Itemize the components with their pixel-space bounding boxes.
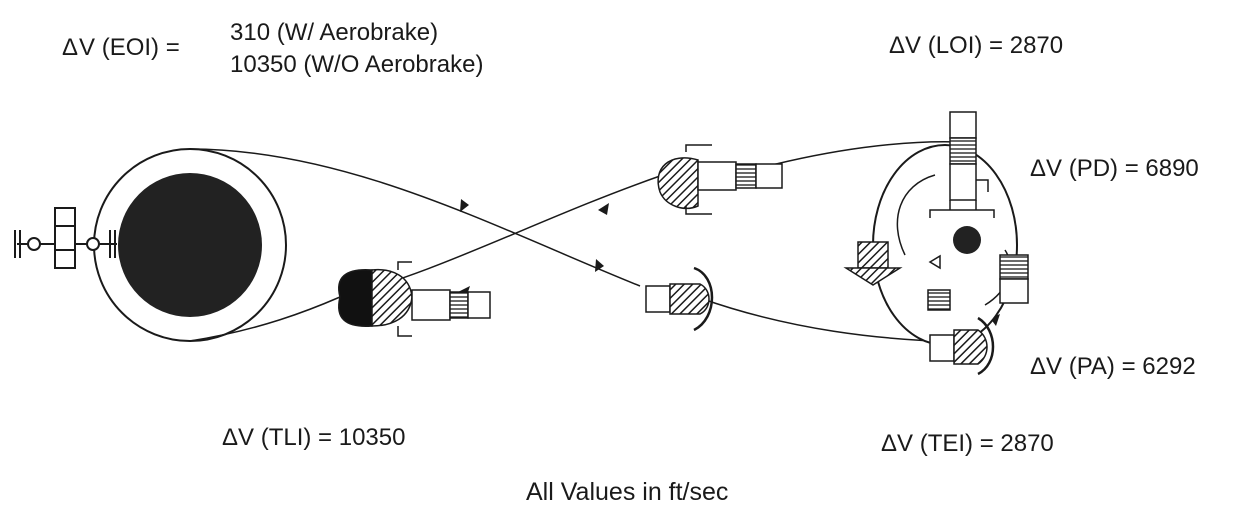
arrow-icon — [598, 203, 609, 215]
units-footer: All Values in ft/sec — [526, 478, 729, 506]
pd-prefix: V (PD) = — [1046, 155, 1146, 182]
delta-symbol: Δ — [889, 32, 906, 59]
delta-symbol: Δ — [222, 424, 239, 451]
return-trajectory-upper — [189, 148, 641, 287]
ascent-lander — [999, 254, 1029, 304]
tli-spacecraft — [338, 261, 491, 337]
return-spacecraft-mid — [645, 266, 714, 332]
delta-symbol: Δ — [62, 34, 79, 61]
loi-prefix: V (LOI) = — [905, 32, 1010, 59]
tli-delta-v-label: ΔV (TLI) = 10350 — [222, 424, 405, 452]
moon — [953, 226, 981, 254]
pd-delta-v-label: ΔV (PD) = 6890 — [1030, 155, 1199, 183]
arrow-icon — [460, 199, 469, 212]
ascent-stage — [927, 254, 951, 311]
tei-prefix: V (TEI) = — [897, 430, 1001, 457]
tli-prefix: V (TLI) = — [238, 424, 339, 451]
tli-value: 10350 — [338, 424, 406, 451]
translunar-arrival — [759, 141, 961, 169]
descent-arc — [896, 174, 936, 256]
earth — [118, 173, 262, 317]
eoi-delta-v-label: ΔV (EOI) = — [62, 34, 180, 62]
moon-system — [872, 144, 1018, 346]
loi-spacecraft — [929, 111, 995, 218]
earth-system — [93, 148, 287, 342]
pa-prefix: V (PA) = — [1046, 353, 1143, 380]
return-trajectory-lower — [189, 296, 341, 342]
lunar-orbit — [872, 144, 1018, 346]
loi-delta-v-label: ΔV (LOI) = 2870 — [889, 32, 1063, 60]
delta-symbol: Δ — [1030, 155, 1047, 182]
tei-delta-v-label: ΔV (TEI) = 2870 — [881, 430, 1054, 458]
eoi-values: 310 (W/ Aerobrake) 10350 (W/O Aerobrake) — [230, 17, 483, 81]
outbound-spacecraft — [657, 144, 783, 215]
delta-symbol: Δ — [1030, 353, 1047, 380]
tei-spacecraft — [929, 316, 995, 376]
eoi-value-with-aerobrake: 310 (W/ Aerobrake) — [230, 19, 439, 46]
loi-value: 2870 — [1009, 32, 1064, 59]
delta-symbol: Δ — [881, 430, 898, 457]
pd-value: 6890 — [1145, 155, 1199, 182]
pa-delta-v-label: ΔV (PA) = 6292 — [1030, 353, 1196, 381]
eoi-value-without-aerobrake: 10350 (W/O Aerobrake) — [230, 51, 484, 78]
pa-value: 6292 — [1142, 353, 1196, 380]
transfer-trajectories — [189, 141, 961, 343]
arrow-icon — [595, 259, 604, 272]
eoi-prefix: V (EOI) = — [79, 34, 180, 61]
tei-value: 2870 — [1000, 430, 1054, 457]
space-station-icon — [14, 207, 117, 269]
descent-lander — [843, 241, 903, 286]
